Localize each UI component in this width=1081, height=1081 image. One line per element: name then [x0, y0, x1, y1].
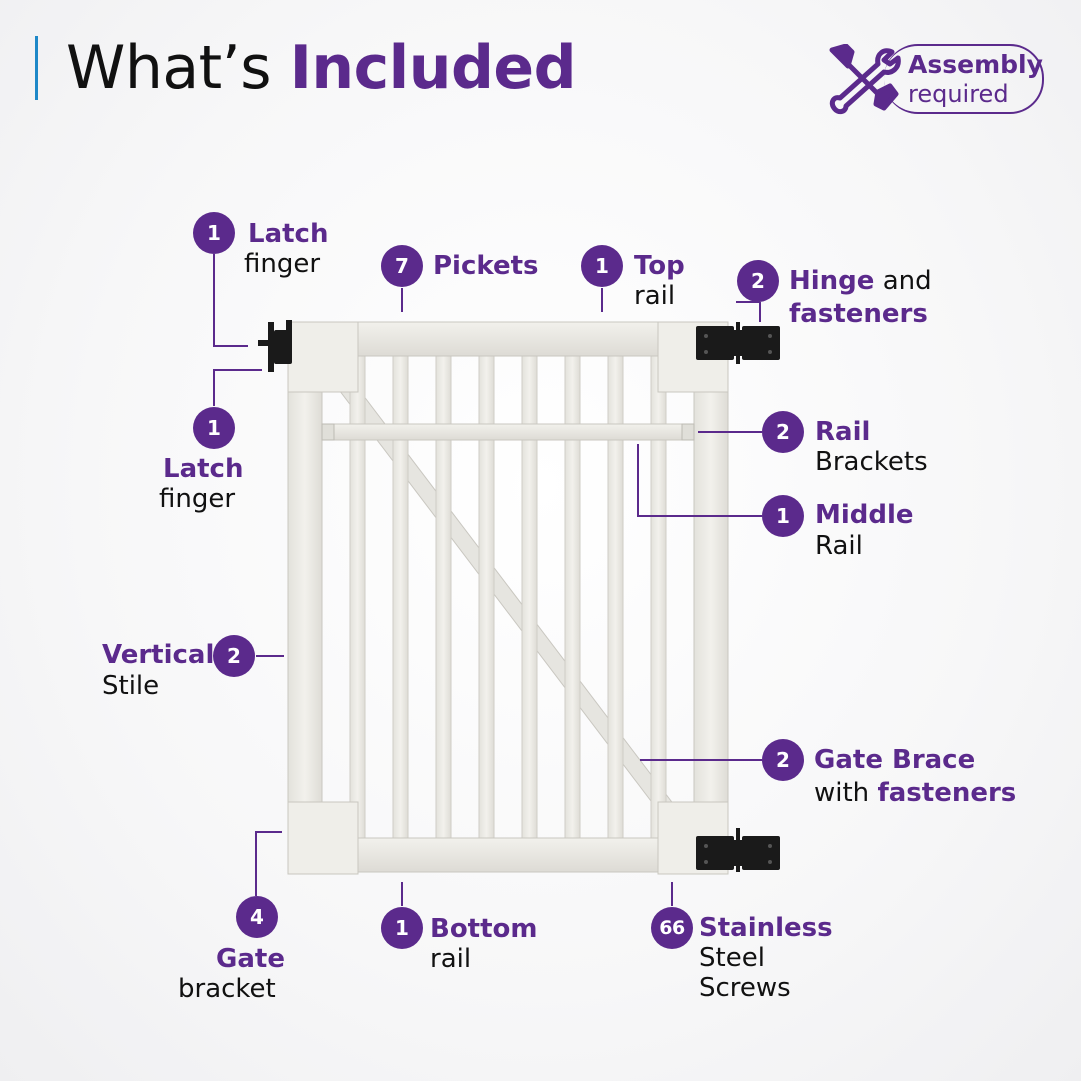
- vertical-stile-count-badge: 2: [213, 635, 255, 677]
- top-rail: [287, 321, 729, 357]
- vertical-stile-subtitle: Stile: [102, 671, 160, 701]
- latch-left-title: Latch: [163, 454, 244, 484]
- middle-rail-subtitle: Rail: [815, 531, 863, 561]
- rail-bracket-right: [681, 423, 695, 441]
- middle-rail-count-badge: 1: [762, 495, 804, 537]
- title-light: What’s: [66, 33, 271, 103]
- gate-corner-brackets: [287, 321, 729, 875]
- gate-brace-count-badge: 2: [762, 739, 804, 781]
- screws-count-badge: 66: [651, 907, 693, 949]
- assembly-line1: Assembly: [908, 50, 1043, 79]
- vertical-stile-title: Vertical: [102, 640, 215, 670]
- assembly-required-badge: Assembly required: [826, 44, 1044, 115]
- hinge-hardware: [696, 322, 780, 364]
- bottom-rail: [287, 837, 729, 873]
- gate-bracket-subtitle: bracket: [178, 974, 276, 1004]
- rail-bracket-left: [321, 423, 335, 441]
- middle-rail-title: Middle: [815, 500, 914, 530]
- leader-lines: [213, 254, 762, 906]
- left-stile: [287, 321, 323, 875]
- hinge-title: Hinge and: [789, 266, 932, 296]
- latch-top-subtitle: finger: [244, 249, 321, 279]
- title-accent-bar: [35, 36, 38, 100]
- gate-brace-subtitle: with fasteners: [814, 778, 1017, 808]
- latch-finger-hardware: [258, 320, 292, 372]
- middle-rail: [321, 423, 695, 441]
- rail-brackets-count-badge: 2: [762, 411, 804, 453]
- screws-title: Stainless: [699, 913, 833, 943]
- assembly-line2: required: [908, 80, 1009, 108]
- top-rail-title: Top: [634, 251, 685, 281]
- hinge-count-badge: 2: [737, 260, 779, 302]
- assembly-pill-outline: [884, 44, 1044, 114]
- top-rail-subtitle: rail: [634, 281, 676, 311]
- latch-top-count-badge: 1: [193, 212, 235, 254]
- latch-left-count-badge: 1: [193, 407, 235, 449]
- rail-brackets-subtitle: Brackets: [815, 447, 928, 477]
- top-rail-count-badge: 1: [581, 245, 623, 287]
- gate-brace-title: Gate Brace: [814, 745, 976, 775]
- page-title: What’s Included: [66, 30, 577, 106]
- bottom-rail-count-badge: 1: [381, 907, 423, 949]
- title-bold: Included: [289, 33, 577, 103]
- pickets: [349, 349, 667, 843]
- pickets-count-badge: 7: [381, 245, 423, 287]
- hinge-hardware-bottom: [696, 828, 780, 872]
- bottom-rail-subtitle: rail: [430, 944, 472, 974]
- latch-left-subtitle: finger: [159, 484, 236, 514]
- rail-brackets-title: Rail: [815, 417, 871, 447]
- screws-subtitle2: Screws: [699, 973, 791, 1003]
- bottom-rail-title: Bottom: [430, 914, 538, 944]
- gate-bracket-count-badge: 4: [236, 896, 278, 938]
- gate-bracket-title: Gate: [216, 944, 285, 974]
- wrench-screwdriver-icon: [829, 44, 901, 115]
- screws-subtitle: Steel: [699, 943, 765, 973]
- latch-top-title: Latch: [248, 219, 329, 249]
- pickets-title: Pickets: [433, 251, 539, 281]
- right-stile: [693, 321, 729, 875]
- hinge-title2: fasteners: [789, 299, 928, 329]
